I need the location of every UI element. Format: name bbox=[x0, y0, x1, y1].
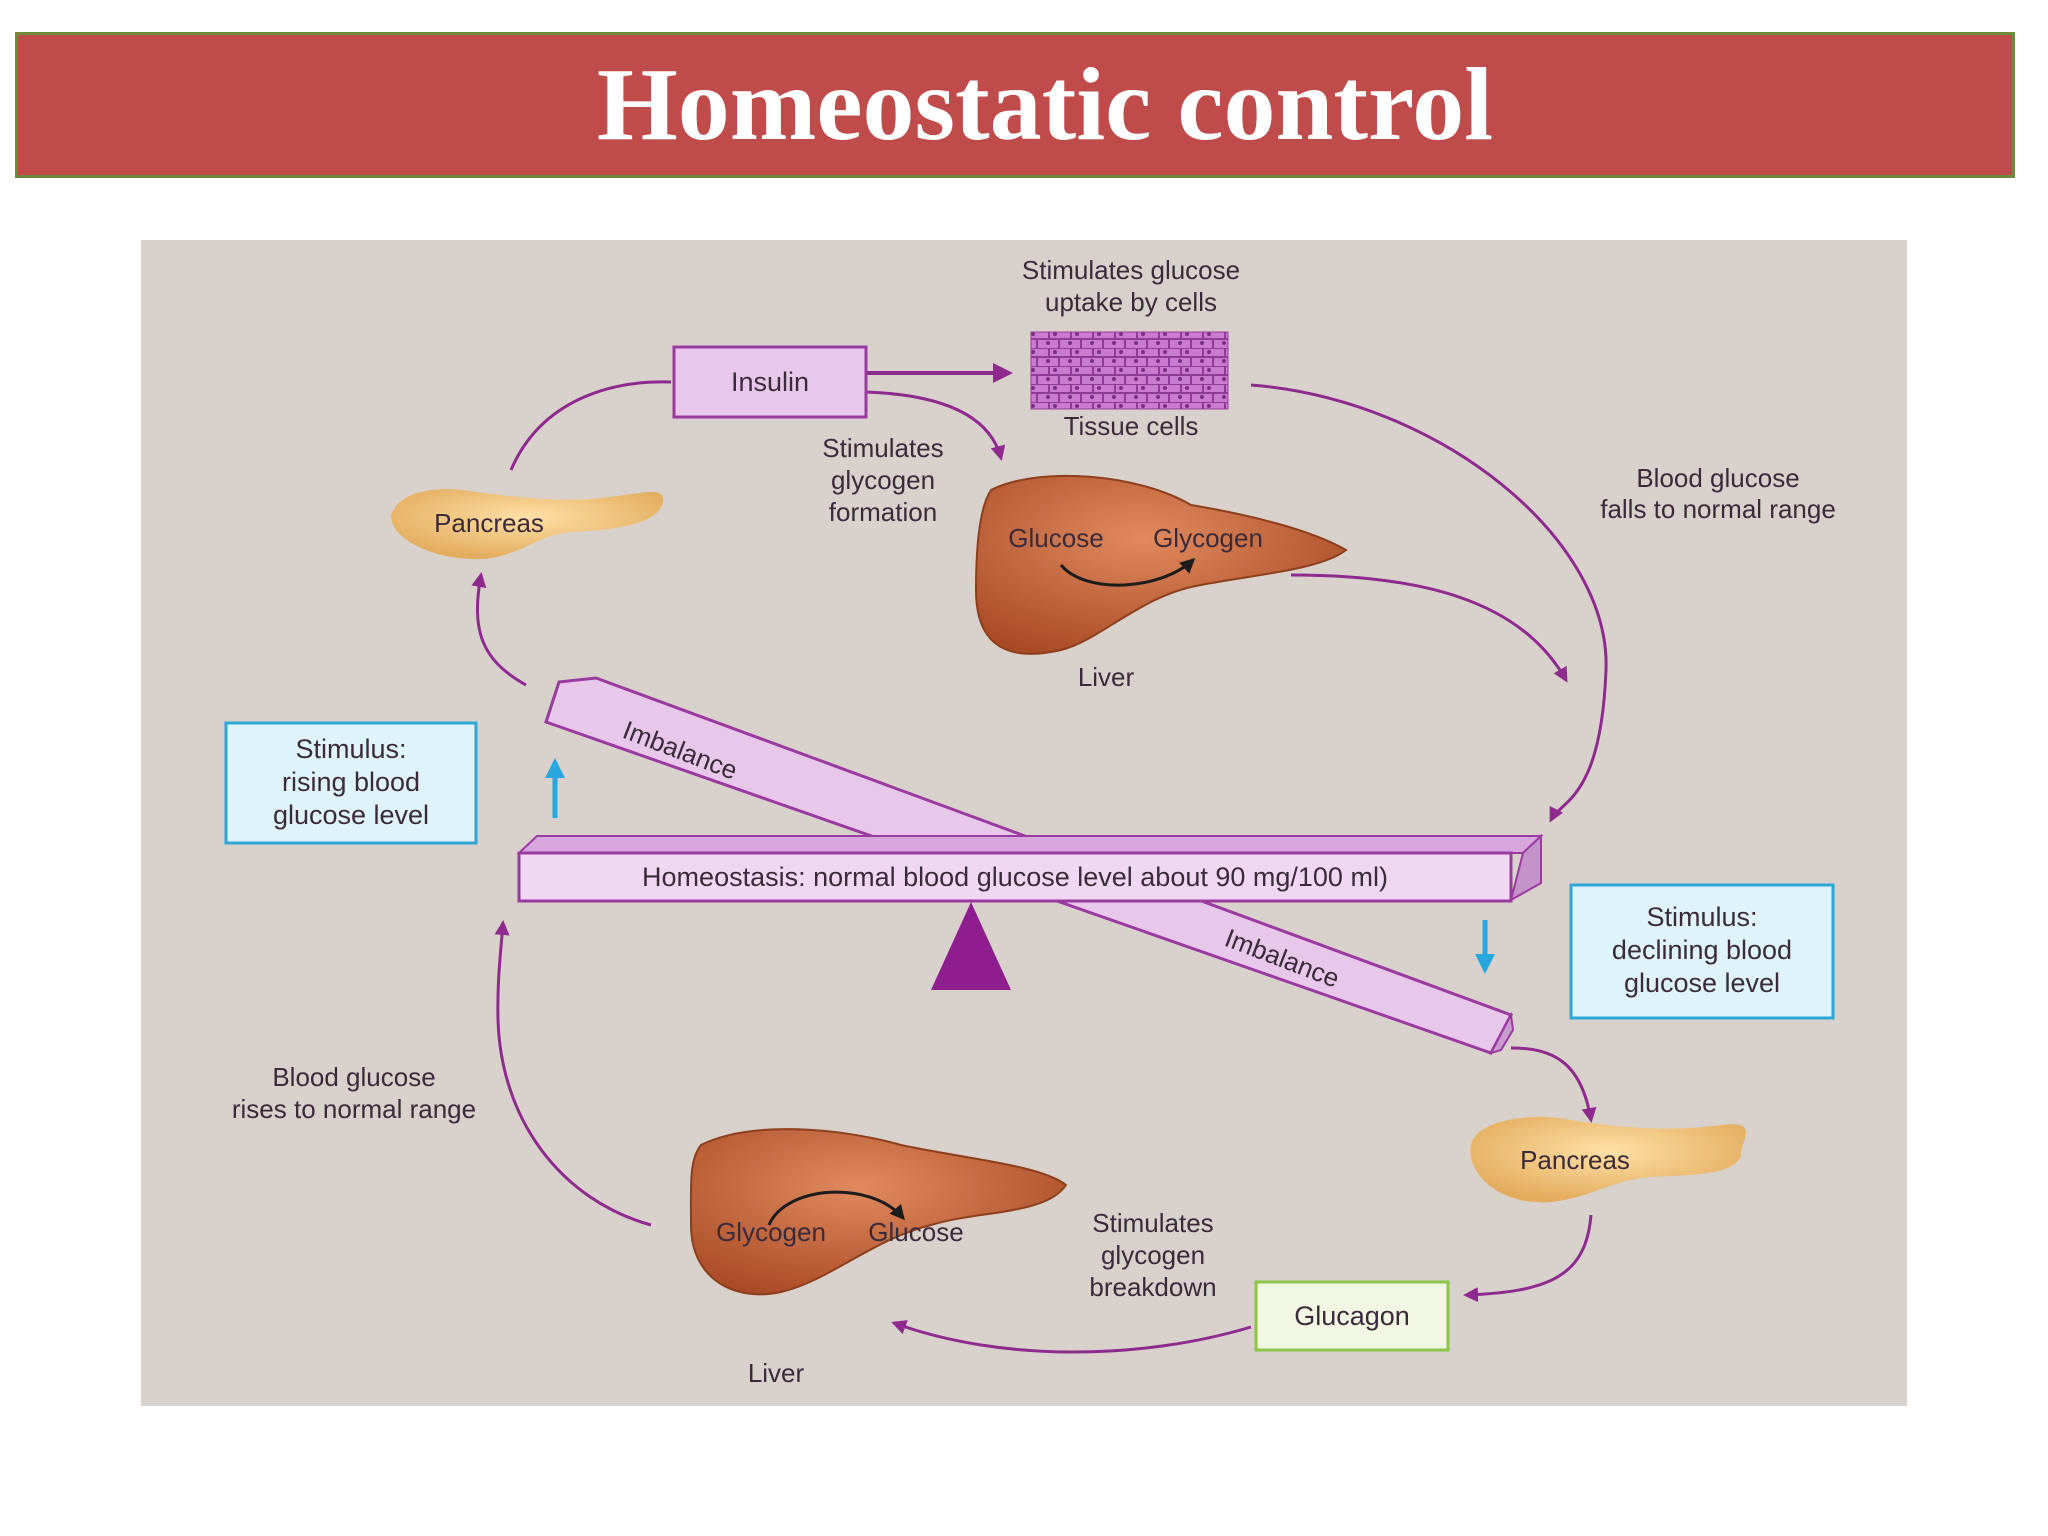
arrow-imbalance-to-pancreas-top bbox=[471, 572, 527, 687]
arrow-glucagon-to-liver bbox=[891, 1320, 1252, 1354]
stimulus-declining-box bbox=[1569, 883, 1835, 1020]
liver-bottom-glucose-label: Glucose bbox=[868, 1217, 963, 1247]
diagram-svg: Insulin Pancreas Glucose Glycogen Liver … bbox=[224, 255, 1836, 1388]
liver-bottom-conversion-arrow bbox=[767, 1190, 905, 1226]
arrow-liver-to-rises bbox=[494, 920, 652, 1227]
pancreas-bottom-label: Pancreas bbox=[1520, 1145, 1630, 1175]
rises-line1: Blood glucose bbox=[272, 1062, 435, 1092]
liver-bottom-image bbox=[689, 1128, 1068, 1296]
stim-breakdown-line2: glycogen bbox=[1101, 1240, 1205, 1270]
arrow-pancreas-to-glucagon bbox=[1463, 1214, 1593, 1303]
stim-breakdown-line1: Stimulates bbox=[1092, 1208, 1213, 1238]
glucagon-box bbox=[1254, 1280, 1450, 1352]
stim-formation-line3: formation bbox=[829, 497, 937, 527]
arrow-liver-to-falls bbox=[1290, 573, 1568, 683]
stimulus-rising-box bbox=[224, 721, 478, 845]
stimulus-declining-line1: Stimulus: bbox=[1646, 902, 1757, 932]
arrow-tissue-to-falls bbox=[1250, 383, 1608, 823]
arrow-pancreas-to-insulin bbox=[509, 380, 672, 471]
stim-uptake-line1: Stimulates glucose bbox=[1022, 255, 1240, 285]
tissue-cells-image bbox=[1030, 331, 1229, 410]
insulin-box bbox=[672, 345, 868, 419]
liver-top-glycogen-label: Glycogen bbox=[1153, 523, 1263, 553]
rises-line2: rises to normal range bbox=[232, 1094, 476, 1124]
stim-formation-line2: glycogen bbox=[831, 465, 935, 495]
pancreas-bottom-image bbox=[1470, 1117, 1746, 1203]
stim-formation-line1: Stimulates bbox=[822, 433, 943, 463]
liver-top-conversion-arrow bbox=[1059, 557, 1196, 587]
falls-line1: Blood glucose bbox=[1636, 463, 1799, 493]
stimulus-rising-line3: glucose level bbox=[273, 800, 429, 830]
stimulus-declining-line3: glucose level bbox=[1624, 968, 1780, 998]
homeostasis-bar bbox=[517, 851, 1513, 903]
imbalance-bar-end bbox=[1489, 1011, 1515, 1055]
arrow-imbalance-to-pancreas-bottom bbox=[1510, 1046, 1597, 1123]
title-bar: Homeostatic control bbox=[15, 32, 2015, 178]
homeostasis-bar-top-face bbox=[516, 835, 1544, 854]
liver-top-image bbox=[974, 474, 1348, 655]
liver-bottom-label: Liver bbox=[748, 1358, 805, 1388]
pancreas-top-label: Pancreas bbox=[434, 508, 544, 538]
homeostasis-bar-side-face bbox=[1509, 833, 1542, 903]
stimulus-declining-line2: declining blood bbox=[1612, 935, 1792, 965]
stimulus-rising-line1: Stimulus: bbox=[295, 734, 406, 764]
liver-top-glucose-label: Glucose bbox=[1008, 523, 1103, 553]
diagram-panel: Insulin Pancreas Glucose Glycogen Liver … bbox=[141, 240, 1907, 1406]
tissue-cells-label: Tissue cells bbox=[1064, 411, 1199, 441]
pancreas-top-image bbox=[391, 489, 664, 560]
insulin-label: Insulin bbox=[731, 367, 809, 397]
liver-top-label: Liver bbox=[1078, 662, 1135, 692]
arrow-insulin-to-liver bbox=[865, 390, 1006, 461]
seesaw-fulcrum bbox=[931, 902, 1011, 990]
page-title: Homeostatic control bbox=[596, 47, 1494, 162]
stim-uptake-line2: uptake by cells bbox=[1045, 287, 1217, 317]
stim-breakdown-line3: breakdown bbox=[1089, 1272, 1216, 1302]
stimulus-rising-line2: rising blood bbox=[282, 767, 420, 797]
glucagon-label: Glucagon bbox=[1294, 1301, 1410, 1331]
falls-line2: falls to normal range bbox=[1600, 494, 1836, 524]
homeostasis-label: Homeostasis: normal blood glucose level … bbox=[642, 862, 1388, 892]
